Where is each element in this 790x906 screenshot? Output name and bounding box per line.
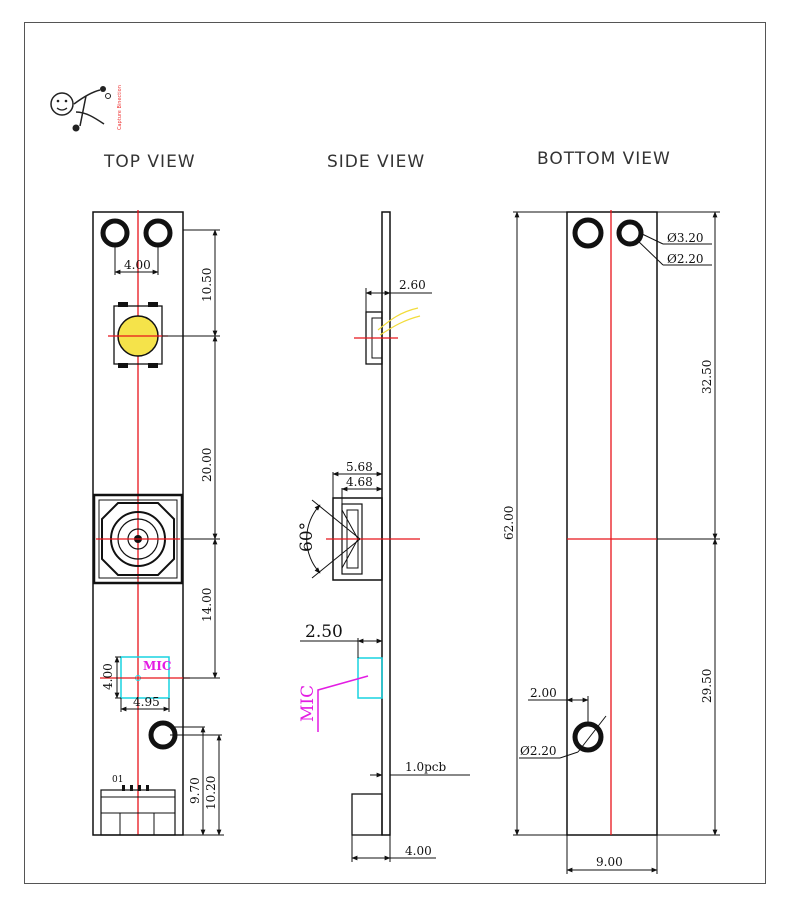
led-package (113, 305, 163, 365)
bottom-hole-small-dim: Ø2.20 (667, 252, 704, 266)
connector-pin-label: 01 (112, 775, 123, 785)
top-hole-spacing: 4.00 (124, 258, 151, 272)
side-view: 2.60 60° 5.68 4.68 2.50 MIC 1.0pcb (297, 211, 470, 862)
top-hole-right-icon (143, 218, 173, 248)
side-view-title: SIDE VIEW (327, 152, 425, 172)
bottom-lower-dim: 29.50 (700, 669, 714, 703)
bottom-view-title: BOTTOM VIEW (537, 149, 671, 169)
led-annotation (377, 307, 419, 331)
side-lens-outer: 5.68 (346, 460, 373, 474)
logo: Capture Binection (50, 85, 123, 132)
side-lens-inner: 4.68 (346, 475, 373, 489)
side-angle: 60° (297, 522, 317, 552)
side-mic-label: MIC (298, 685, 318, 722)
side-connector (351, 793, 383, 836)
top-view-title: TOP VIEW (103, 152, 196, 172)
top-dim-3: 14.00 (200, 588, 214, 622)
top-mic-height: 4.00 (101, 663, 115, 690)
bottom-hole-big-dim: Ø3.20 (667, 231, 704, 245)
side-connector-dim: 4.00 (405, 844, 432, 858)
top-dim-2: 20.00 (200, 448, 214, 482)
side-pcb-thickness: 1.0pcb (405, 760, 446, 774)
bottom-total-dim: 62.00 (502, 506, 516, 540)
side-mic-outline (357, 657, 383, 699)
top-view: 4.00 MIC 4.00 4.95 (92, 210, 224, 836)
top-mic-label: MIC (143, 659, 171, 673)
side-mic-depth: 2.50 (305, 622, 343, 642)
bottom-hole-offset-dim: 2.00 (530, 686, 557, 700)
bottom-view: Ø3.20 Ø2.20 32.50 29.50 62.00 Ø2.20 2.00… (502, 210, 720, 874)
bottom-upper-dim: 32.50 (700, 360, 714, 394)
lens-housing (101, 502, 175, 576)
side-led-depth: 2.60 (399, 278, 426, 292)
top-bottom-hole-dim-1: 9.70 (188, 777, 202, 804)
top-mic-width: 4.95 (133, 695, 160, 709)
smiley-face-icon (50, 92, 74, 116)
side-pcb (381, 211, 391, 836)
bottom-width-dim: 9.00 (596, 855, 623, 869)
logo-text: Capture Binection (117, 85, 123, 130)
bottom-lower-hole-dim: Ø2.20 (520, 744, 557, 758)
side-mic-leader (317, 675, 369, 732)
camera-module (92, 493, 184, 585)
drawing-frame (24, 22, 766, 884)
bottom-board-outline (566, 211, 658, 836)
top-hole-left-icon (100, 218, 130, 248)
bottom-hole-big-icon (572, 217, 604, 249)
top-bottom-hole-dim-2: 10.20 (204, 776, 218, 810)
top-dim-1: 10.50 (200, 268, 214, 302)
bottom-lower-hole-icon (572, 721, 604, 753)
